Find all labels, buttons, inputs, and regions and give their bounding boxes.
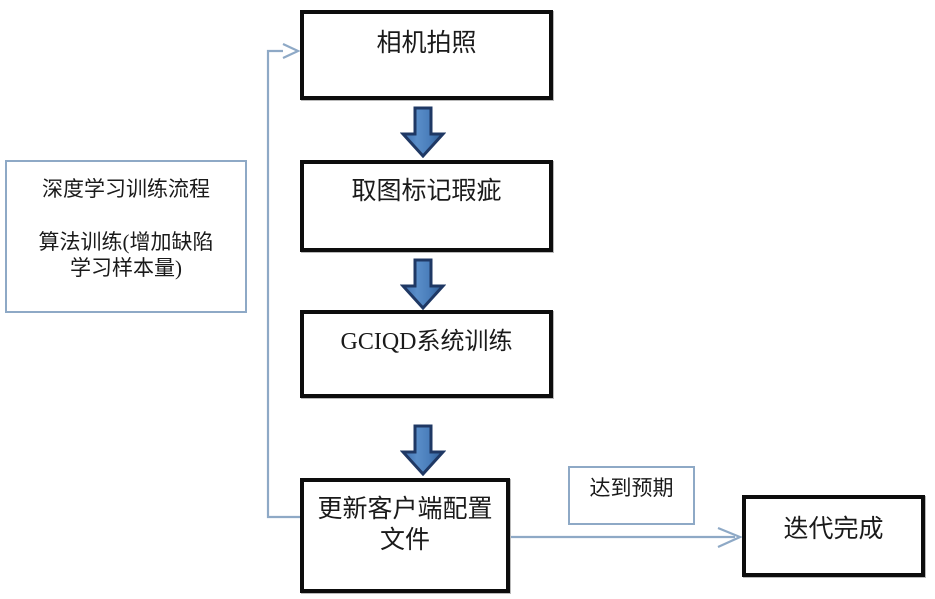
node-update-client-config-label: 更新客户端配置 文件	[317, 496, 493, 555]
node-meets-expectation-text: 达到预期	[589, 476, 674, 500]
node-mark-defects-label: 取图标记瑕疵	[351, 178, 502, 205]
node-gciqd-training[interactable]: GCIQD系统训练	[300, 310, 553, 398]
node-process-note-label: 深度学习训练流程 算法训练(增加缺陷 学习样本量)	[38, 177, 214, 280]
node-meets-expectation-label[interactable]: 达到预期	[568, 466, 695, 525]
node-gciqd-training-label: GCIQD系统训练	[340, 329, 513, 355]
node-camera-capture-label: 相机拍照	[376, 30, 477, 57]
arrow-down-block-icon	[400, 106, 446, 158]
node-iteration-complete[interactable]: 迭代完成	[742, 495, 925, 577]
node-update-client-config[interactable]: 更新客户端配置 文件	[300, 478, 510, 593]
node-camera-capture[interactable]: 相机拍照	[300, 10, 553, 100]
arrow-right-line-icon	[510, 526, 743, 549]
arrow-feedback-loop-icon	[266, 43, 301, 519]
node-mark-defects[interactable]: 取图标记瑕疵	[300, 160, 553, 252]
arrow-down-block-icon	[400, 424, 446, 476]
node-process-note[interactable]: 深度学习训练流程 算法训练(增加缺陷 学习样本量)	[5, 160, 247, 313]
node-iteration-complete-label: 迭代完成	[783, 516, 884, 543]
arrow-down-block-icon	[400, 258, 446, 310]
